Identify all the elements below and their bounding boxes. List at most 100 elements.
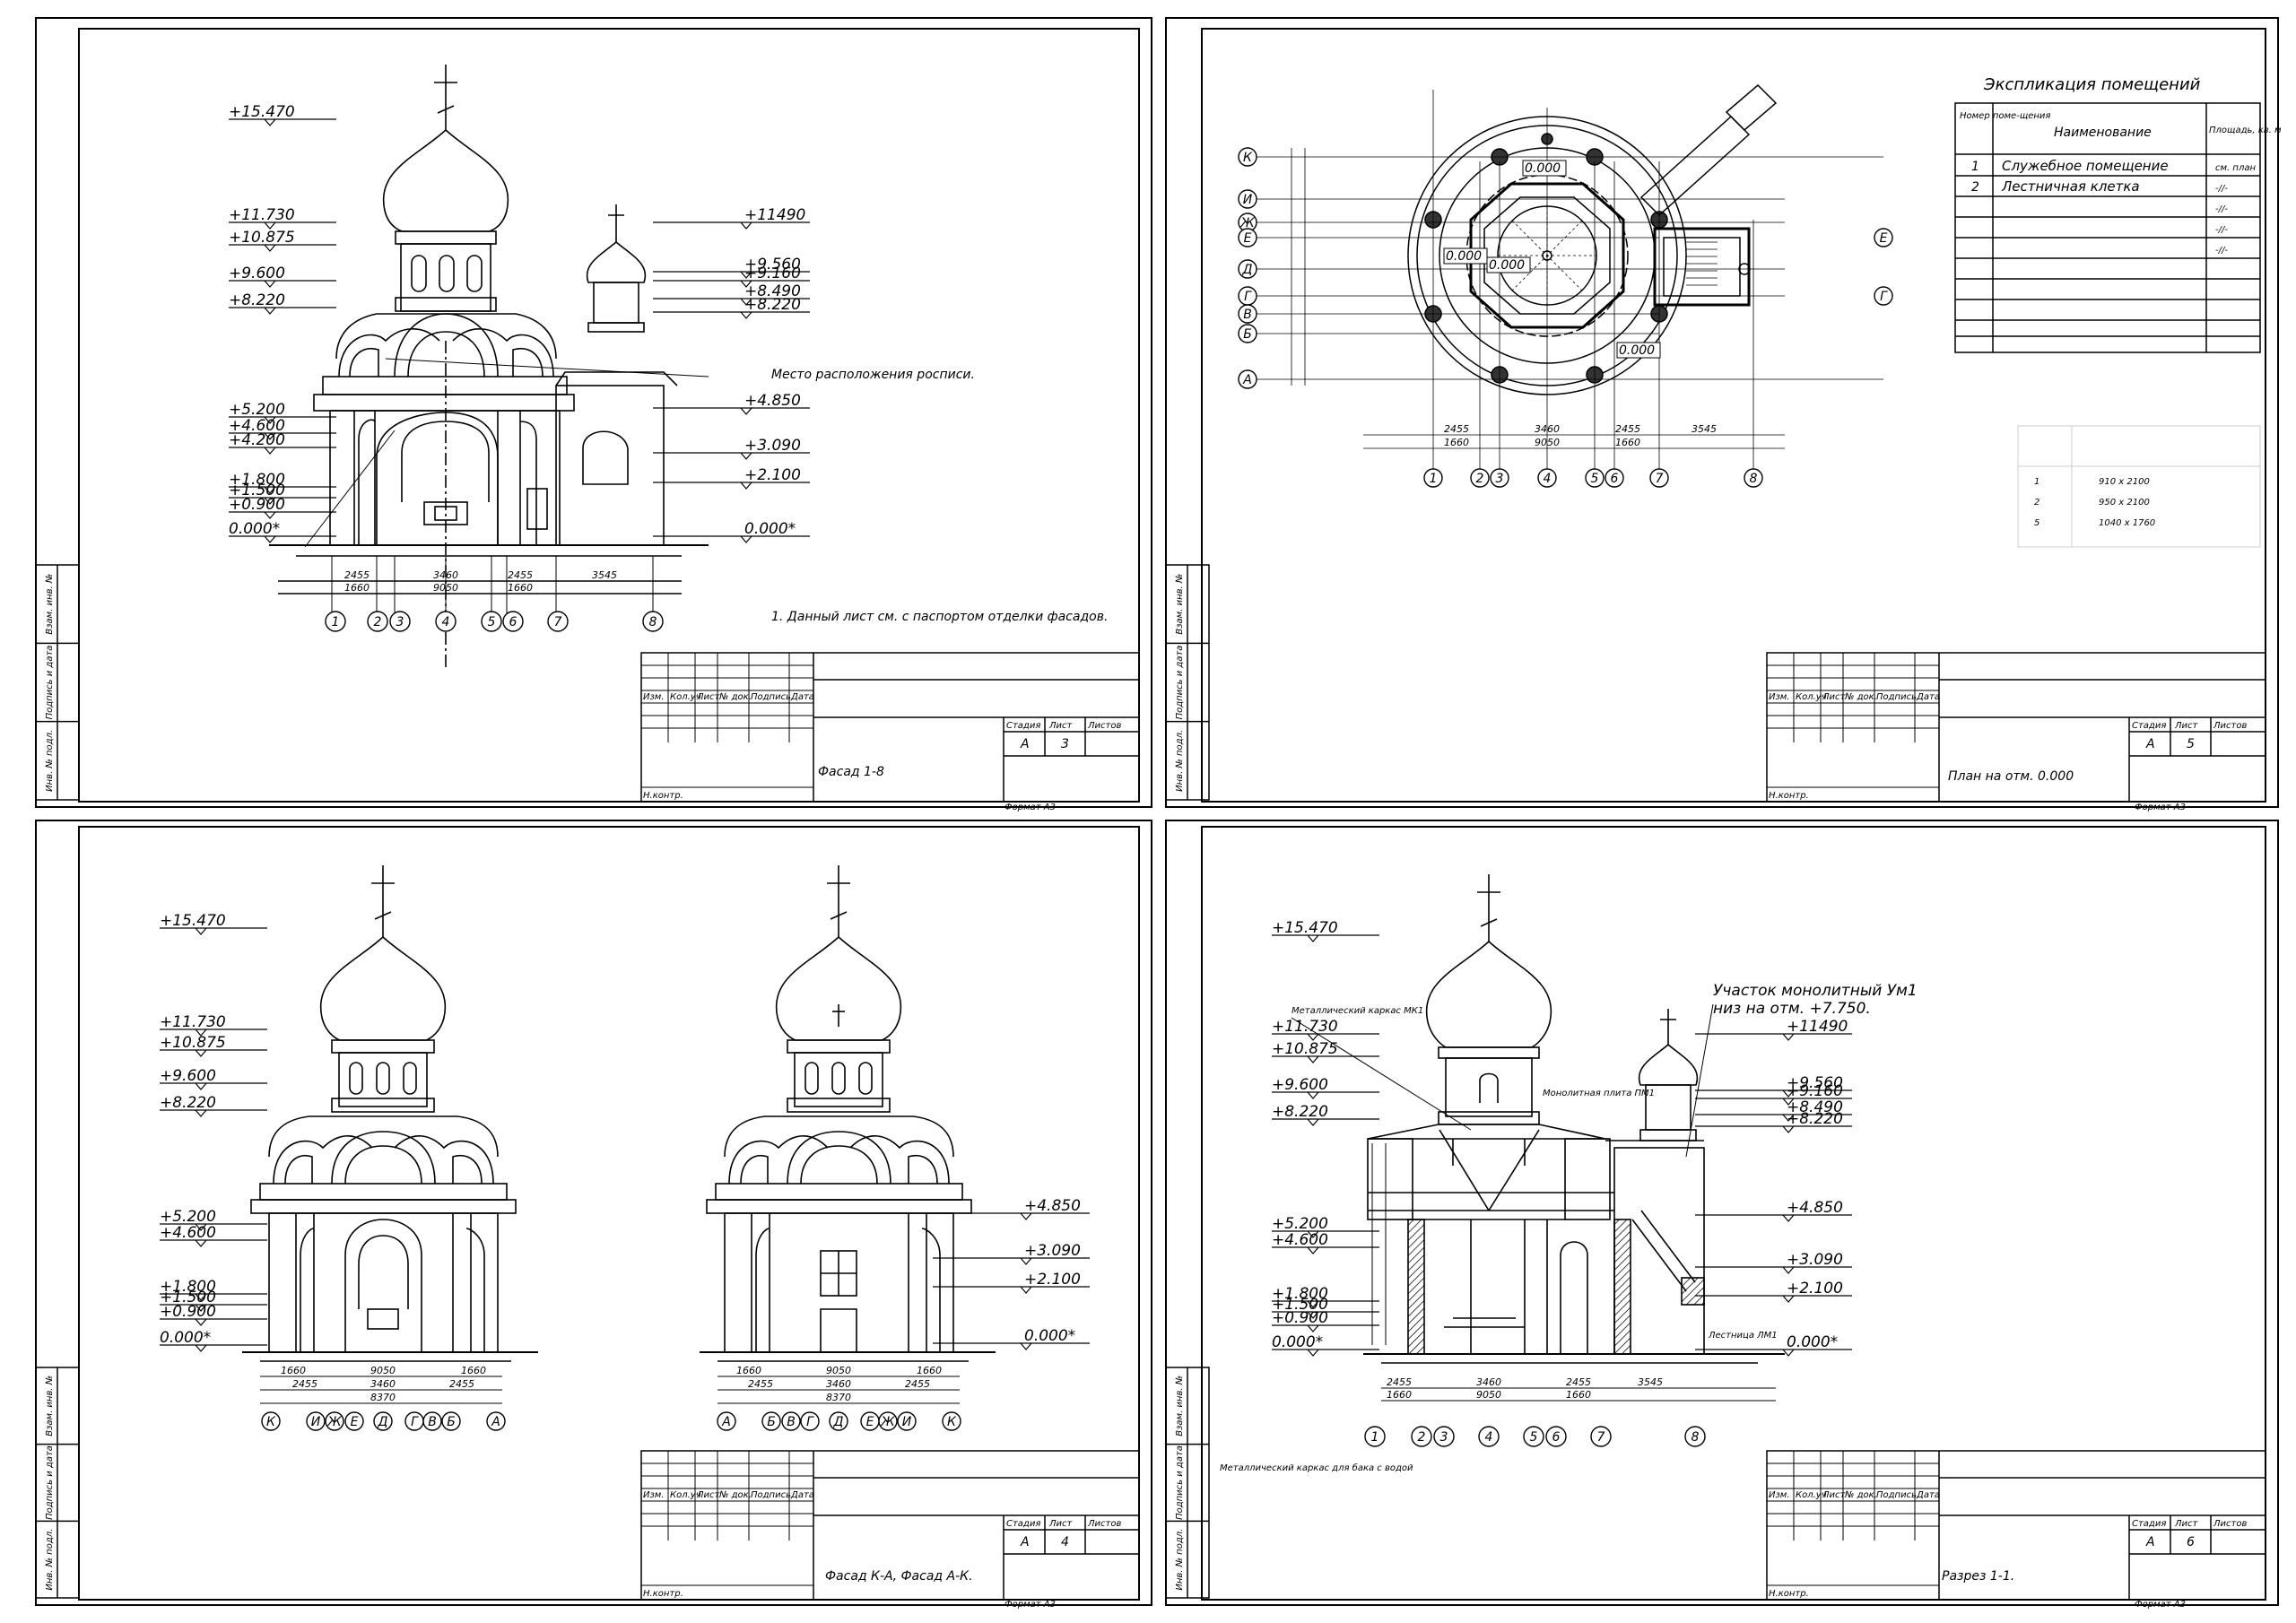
dimension-text: 2455 <box>1615 423 1640 435</box>
level-mark: +10.875 <box>229 229 295 247</box>
level-mark: +10.875 <box>160 1034 226 1052</box>
expl-hdr-name: Наименование <box>2054 126 2152 140</box>
axis-marker <box>1470 468 1490 488</box>
axis-marker <box>1433 1426 1455 1447</box>
tb-col-header: Подпись <box>1876 692 1917 702</box>
axis-label: Г <box>806 1415 814 1429</box>
axis-marker <box>1238 304 1257 324</box>
level-mark: +9.560 <box>1787 1074 1843 1092</box>
dimension-text: 2455 <box>344 569 370 581</box>
tb-stage-header: Стадия <box>2132 721 2166 731</box>
axis-marker <box>306 1411 326 1431</box>
axis-marker <box>761 1411 781 1431</box>
plan-level-box <box>1443 247 1488 265</box>
axis-marker <box>261 1411 281 1431</box>
axis-label: Ж <box>1239 216 1255 230</box>
axis-marker <box>1744 468 1763 488</box>
tb-col-header: № док. <box>718 692 752 702</box>
axis-marker <box>878 1411 898 1431</box>
axis-marker <box>1423 468 1443 488</box>
dimension-text: 1660 <box>1387 1389 1412 1401</box>
dimension-text: 1660 <box>1615 437 1640 448</box>
level-mark: 0.000* <box>160 1329 211 1347</box>
sheet4-slab-label: Монолитная плита ПМ1 <box>1543 1089 1655 1098</box>
level-mark: +0.900 <box>229 496 285 514</box>
facades-k-a-drawing <box>242 865 996 1404</box>
tb-col-header: Кол.уч <box>1796 1490 1827 1500</box>
tb-col-header: Кол.уч <box>670 1490 701 1500</box>
axis-marker <box>1605 468 1624 488</box>
plan-level-box <box>1522 160 1567 177</box>
level-mark: +0.900 <box>1272 1309 1328 1327</box>
sheet4-callout-2: низ на отм. +7.750. <box>1713 1000 1871 1018</box>
dimension-text: 1660 <box>736 1365 761 1376</box>
level-mark: +4.600 <box>1272 1231 1328 1249</box>
axis-label: В <box>1243 308 1252 322</box>
level-mark: +1.800 <box>1272 1285 1328 1303</box>
axis-label: В <box>428 1415 437 1429</box>
tb-col-header: Лист <box>696 692 721 702</box>
axis-marker <box>1364 1426 1386 1447</box>
level-mark: +2.100 <box>744 466 801 484</box>
axis-marker <box>1478 1426 1500 1447</box>
door-row-no: 1 <box>2034 477 2039 487</box>
level-mark: +5.200 <box>160 1208 216 1226</box>
tb-col-header: Изм. <box>643 1490 665 1500</box>
dimension-text: 2455 <box>1566 1376 1591 1388</box>
level-mark: 0.000* <box>1272 1333 1323 1351</box>
axis-marker <box>1238 259 1257 279</box>
axis-marker <box>547 611 569 632</box>
axis-label: Г <box>411 1415 419 1429</box>
axis-marker <box>422 1411 442 1431</box>
axis-label: Е <box>351 1415 359 1429</box>
level-mark: +15.470 <box>1272 919 1338 937</box>
axis-label: 8 <box>1692 1430 1700 1445</box>
sheet-1-outer-frame <box>35 17 1152 808</box>
dimension-text: 9050 <box>370 1365 396 1376</box>
tb-col-header: Изм. <box>643 692 665 702</box>
level-mark: +8.490 <box>744 282 801 300</box>
dimension-text: 9050 <box>826 1365 851 1376</box>
dimension-text: 1660 <box>917 1365 942 1376</box>
dimension-text: 1660 <box>1444 437 1469 448</box>
axis-label: Д <box>1242 263 1253 277</box>
axis-label: 1 <box>332 615 340 629</box>
sheet-3-outer-frame <box>35 820 1152 1606</box>
level-mark: +1.500 <box>229 482 285 499</box>
axis-marker <box>367 611 388 632</box>
axis-label: И <box>1243 193 1253 207</box>
axis-label: И <box>311 1415 321 1429</box>
side-stamp-label: Подпись и дата <box>1175 646 1185 720</box>
expl-row-no: 1 <box>1971 160 1979 174</box>
axis-marker <box>1238 228 1257 247</box>
tb-sheets-header: Листов <box>2213 1519 2247 1529</box>
level-mark: +2.100 <box>1024 1271 1081 1289</box>
sheet4-format: Формат А3 <box>2135 1600 2186 1610</box>
axis-label: Е <box>1244 231 1252 246</box>
axis-marker <box>486 1411 506 1431</box>
axis-marker <box>1585 468 1605 488</box>
tb-col-header: Дата <box>790 1490 814 1500</box>
axis-label: 6 <box>1611 472 1619 486</box>
tb-col-header: Подпись <box>1876 1490 1917 1500</box>
tb-sheet-header: Лист <box>2174 1519 2199 1529</box>
axis-label: 7 <box>1656 472 1664 486</box>
level-mark: 0.000* <box>744 520 796 538</box>
dimension-text: 2455 <box>1444 423 1469 435</box>
tb-col-header: Кол.уч <box>1796 692 1827 702</box>
axis-label: Е <box>866 1415 874 1429</box>
dimension-text: 1660 <box>344 582 370 594</box>
tb-col-header: Дата <box>790 692 814 702</box>
axis-marker <box>897 1411 917 1431</box>
level-mark: +9.600 <box>1272 1076 1328 1094</box>
dimension-text: 3460 <box>1476 1376 1501 1388</box>
axis-marker <box>1411 1426 1432 1447</box>
expl-row-no: 2 <box>1971 180 1979 195</box>
axis-label: 6 <box>509 615 517 629</box>
side-stamp-label: Подпись и дата <box>45 646 55 720</box>
axis-label: А <box>491 1415 500 1429</box>
side-stamp-label: Взам. инв. № <box>45 574 55 635</box>
tb-sheet-value: 4 <box>1061 1535 1069 1549</box>
tb-sheet-value: 5 <box>2187 737 2195 751</box>
sheet4-stair-label: Лестница ЛМ1 <box>1708 1331 1778 1341</box>
